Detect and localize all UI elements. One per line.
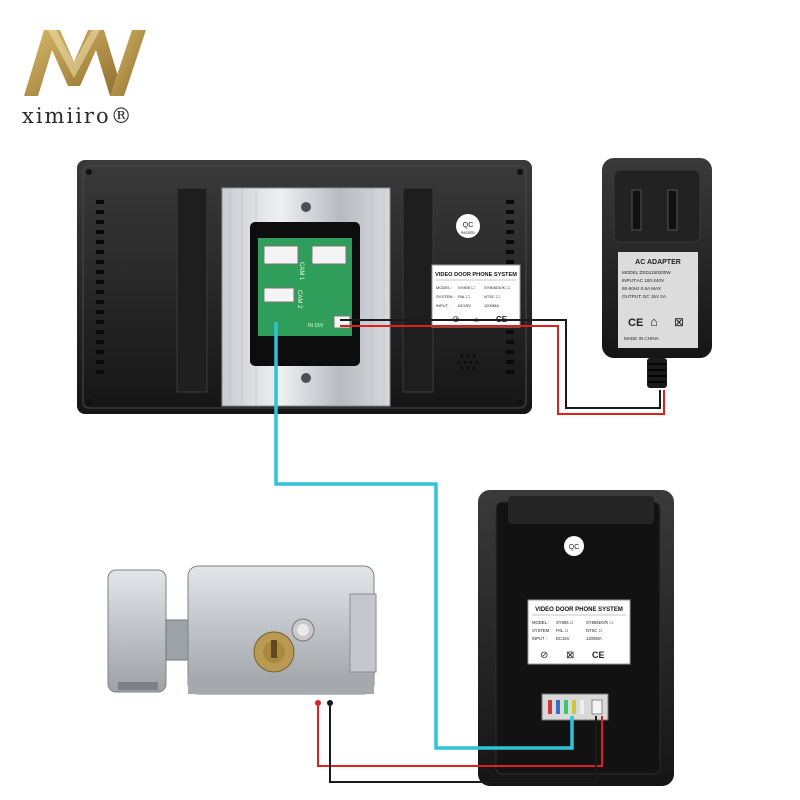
svg-text:MODEL :: MODEL : <box>532 620 549 625</box>
svg-text:MADE IN CHINA: MADE IN CHINA <box>624 336 660 341</box>
svg-text:PASSED: PASSED <box>461 231 475 235</box>
electric-lock <box>107 565 377 706</box>
svg-text:SY806DV/K ☐: SY806DV/K ☐ <box>586 620 614 625</box>
svg-text:⊠: ⊠ <box>674 315 684 329</box>
svg-text:⌂: ⌂ <box>650 314 658 329</box>
lock-strike-plate <box>107 569 167 693</box>
lock-negative-wire <box>329 706 597 783</box>
registered-mark: ® <box>110 104 134 128</box>
svg-text:SYSTEM :: SYSTEM : <box>532 628 552 633</box>
svg-text:NTSC ☐: NTSC ☐ <box>586 628 603 633</box>
brand-wordmark: ximiiro® <box>22 104 134 128</box>
svg-text:SY806 ☐: SY806 ☐ <box>556 620 574 625</box>
camera-qc-sticker: QC <box>564 536 584 556</box>
power-adapter: AC ADAPTER MODEL:ZSD1150200W INPUT:AC 10… <box>602 158 712 388</box>
svg-text:DC15V: DC15V <box>556 636 570 641</box>
adapter-label: AC ADAPTER MODEL:ZSD1150200W INPUT:AC 10… <box>618 252 698 348</box>
svg-text:SYSTEM :: SYSTEM : <box>436 294 455 299</box>
lock-positive-wire <box>317 706 603 767</box>
svg-text:OUTPUT: DC 15V 2A: OUTPUT: DC 15V 2A <box>622 294 667 299</box>
svg-text:CE: CE <box>592 650 605 660</box>
svg-text:INPUT :: INPUT : <box>532 636 547 641</box>
svg-text:DC15V: DC15V <box>458 303 471 308</box>
svg-text:MODEL :: MODEL : <box>436 285 452 290</box>
cam2-label: CAM 2 <box>296 290 302 309</box>
svg-text:CE: CE <box>628 317 643 329</box>
signal-wire <box>274 322 574 750</box>
svg-text:1200MA: 1200MA <box>484 303 499 308</box>
camera-terminal-block <box>541 693 609 721</box>
adapter-negative-wire <box>340 319 661 409</box>
monitor-spec-title: VIDEO DOOR PHONE SYSTEM <box>435 272 517 278</box>
adapter-plug-prong <box>631 189 642 231</box>
lock-key-cylinder <box>253 631 295 673</box>
svg-text:50-60Hz 0.6A MAX: 50-60Hz 0.6A MAX <box>622 286 661 291</box>
svg-text:NTSC ☐: NTSC ☐ <box>484 294 500 299</box>
svg-text:QC: QC <box>463 222 474 229</box>
brand-name: ximiiro <box>22 104 111 128</box>
svg-text:1200MA: 1200MA <box>586 636 602 641</box>
svg-text:SY806DV/K ☐: SY806DV/K ☐ <box>484 285 510 290</box>
monitor-vent-left <box>96 200 104 374</box>
indoor-monitor: CAM 1 CAM 2 IN 15V QC PASSED VIDEO DOOR … <box>77 160 532 414</box>
svg-text:SY806 ☐: SY806 ☐ <box>458 285 475 290</box>
svg-text:PAL ☐: PAL ☐ <box>458 294 470 299</box>
svg-text:MODEL:ZSD1150200W: MODEL:ZSD1150200W <box>622 270 671 275</box>
wiring <box>274 319 665 783</box>
outdoor-camera-unit: QC VIDEO DOOR PHONE SYSTEM MODEL : SY806… <box>478 490 674 786</box>
svg-text:INPUT:AC 100-240V: INPUT:AC 100-240V <box>622 278 665 283</box>
camera-spec-title: VIDEO DOOR PHONE SYSTEM <box>535 607 623 613</box>
power-input-label: IN 15V <box>308 323 324 329</box>
speaker-grill <box>457 354 479 370</box>
svg-text:QC: QC <box>569 544 580 551</box>
monitor-spec-sticker: VIDEO DOOR PHONE SYSTEM MODEL : SY806 ☐ … <box>431 264 521 328</box>
adapter-positive-wire <box>340 325 665 415</box>
camera-spec-sticker: VIDEO DOOR PHONE SYSTEM MODEL : SY806 ☐ … <box>527 599 631 665</box>
svg-text:PAL ☐: PAL ☐ <box>556 628 569 633</box>
svg-text:⊘: ⊘ <box>540 650 548 661</box>
adapter-title: AC ADAPTER <box>635 259 681 266</box>
monitor-qc-sticker: QC PASSED <box>456 214 480 238</box>
svg-text:INPUT :: INPUT : <box>436 303 450 308</box>
cam1-label: CAM 1 <box>298 262 304 281</box>
lock-body <box>187 565 375 695</box>
brand-logo <box>24 30 146 96</box>
svg-text:⊠: ⊠ <box>566 650 574 661</box>
